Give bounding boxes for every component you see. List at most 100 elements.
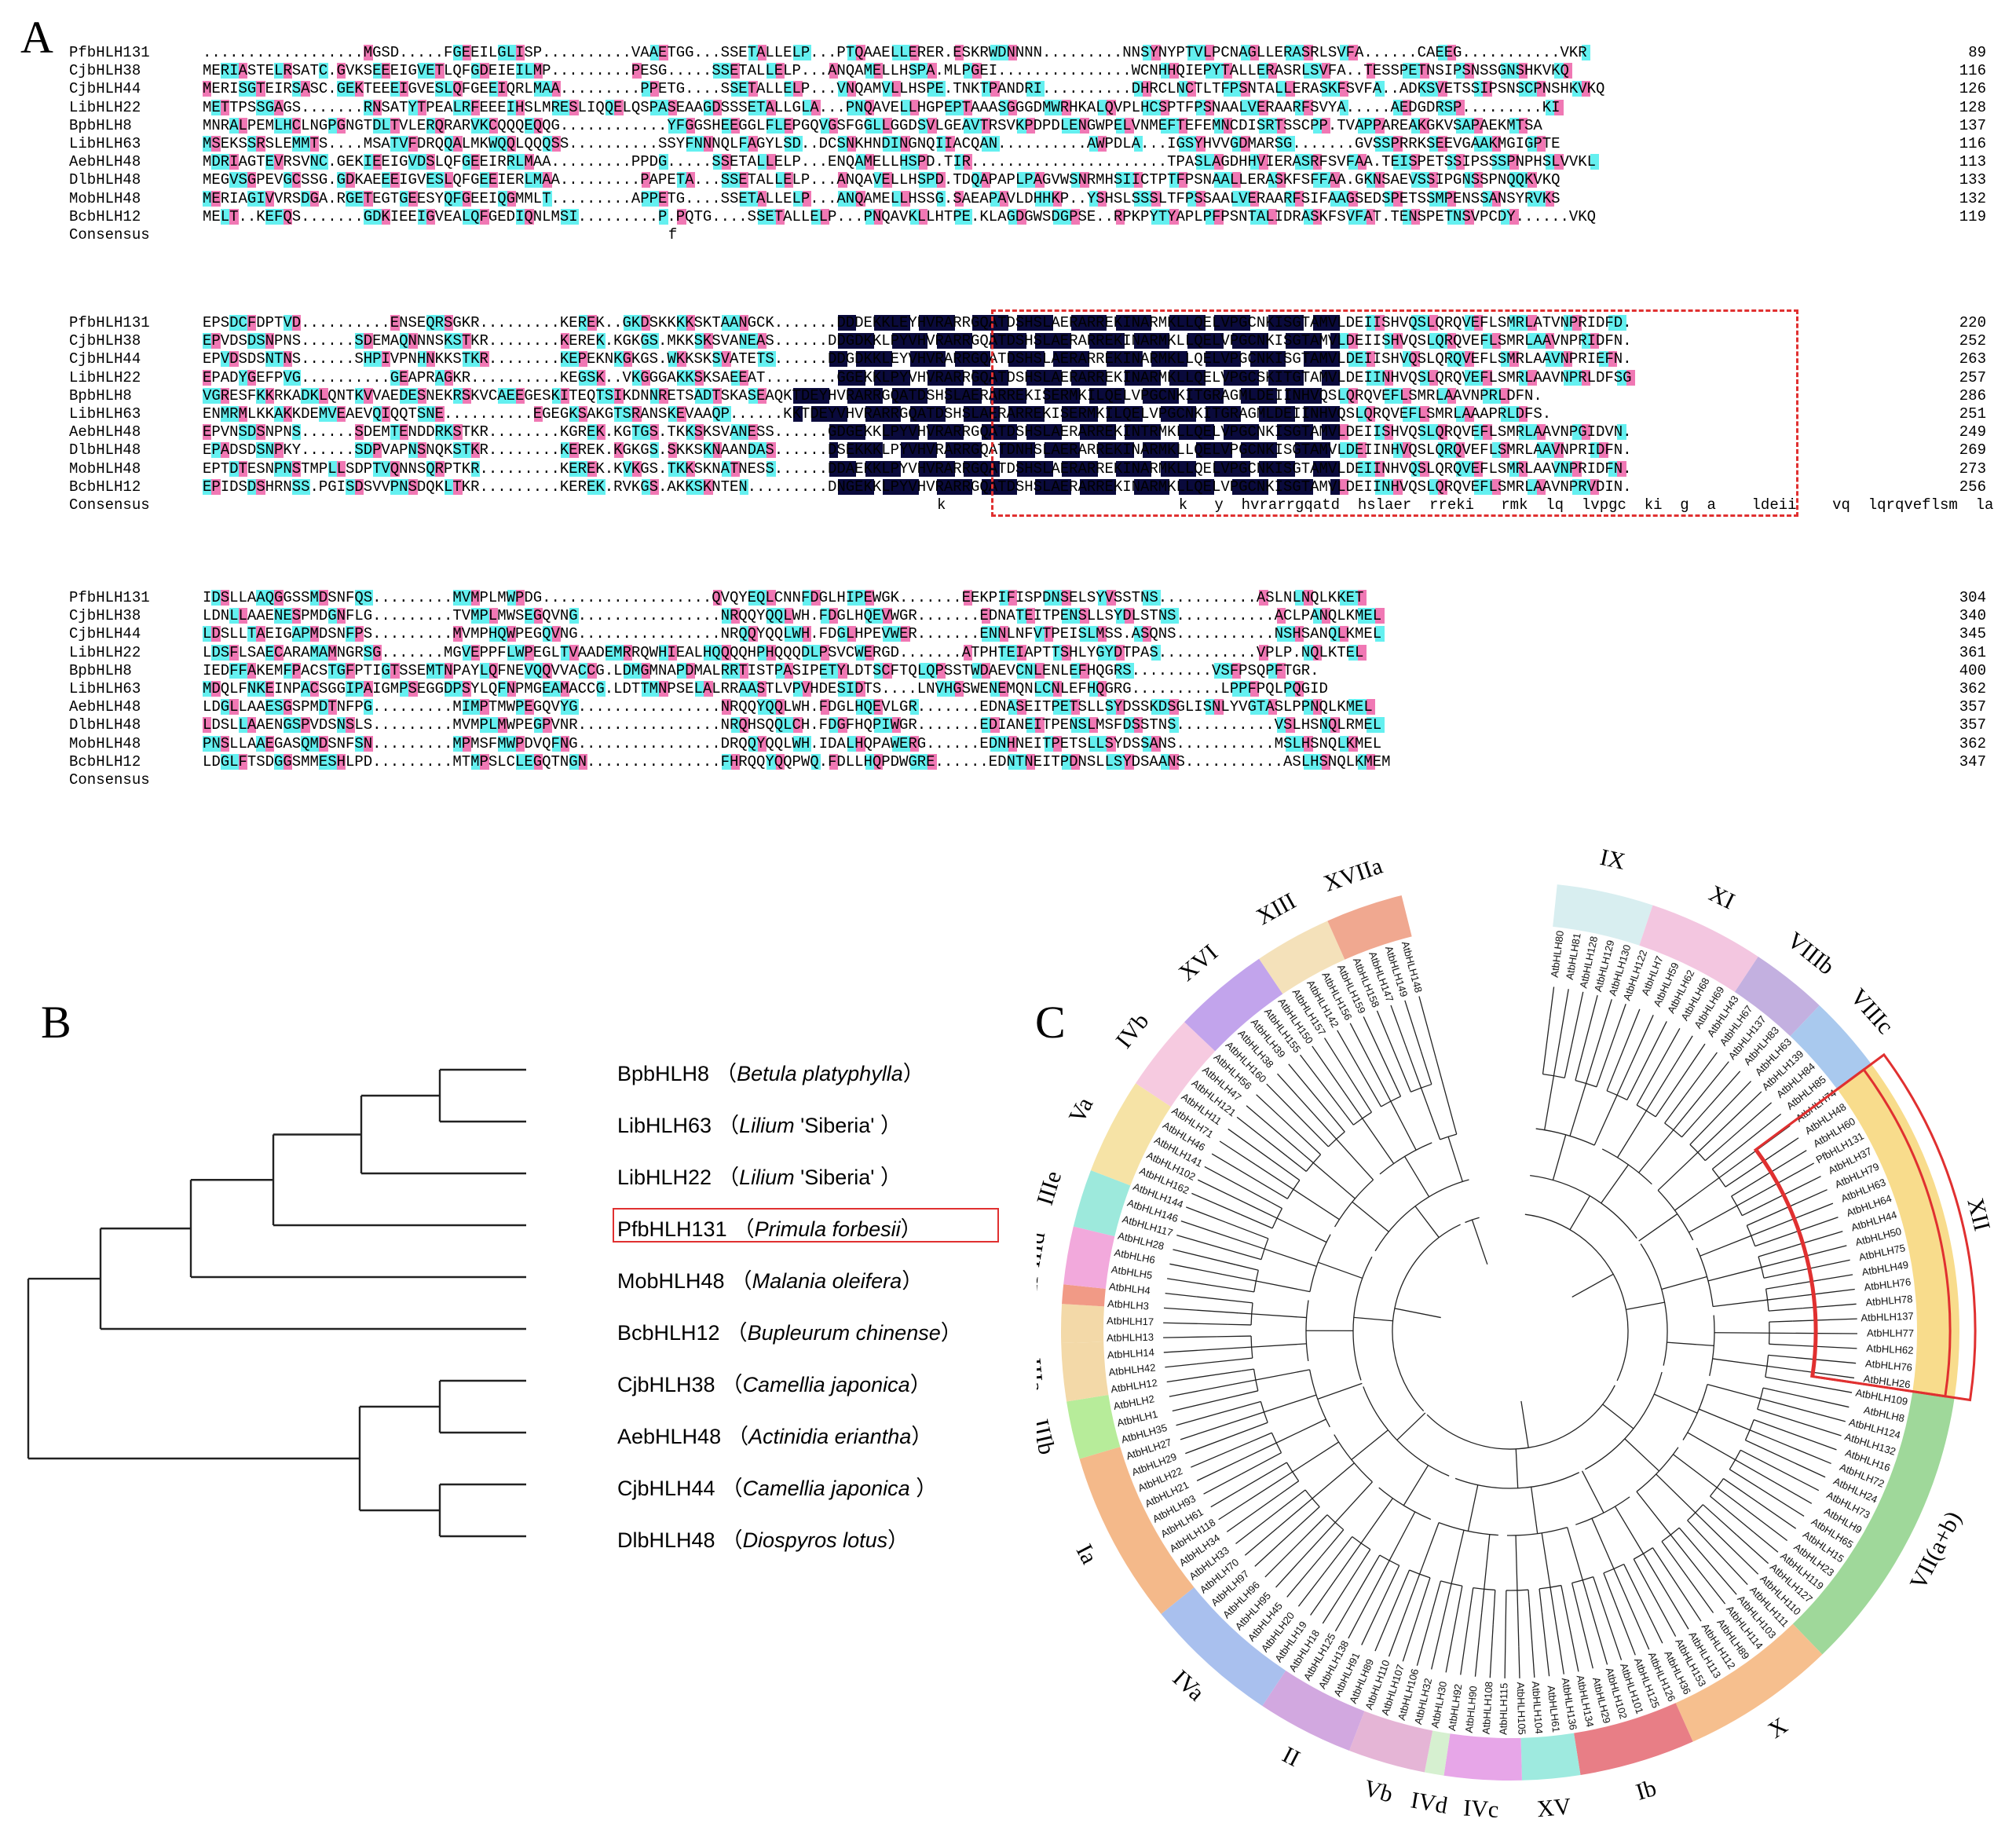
residue-highlight xyxy=(1509,154,1519,170)
residue-highlight xyxy=(1088,136,1098,152)
tree-c-internal-branch xyxy=(1251,1343,1307,1348)
residue-highlight xyxy=(444,136,454,152)
residue-highlight xyxy=(919,753,928,770)
residue-highlight xyxy=(1312,172,1322,188)
residue-highlight xyxy=(1509,351,1519,368)
residue-highlight xyxy=(435,424,445,441)
residue-highlight xyxy=(1232,369,1242,386)
residue-highlight xyxy=(1160,406,1170,422)
residue-highlight xyxy=(820,699,829,716)
residue-highlight xyxy=(686,424,695,441)
residue-highlight xyxy=(1438,442,1447,459)
residue-highlight xyxy=(668,406,678,422)
residue-highlight xyxy=(1367,351,1376,368)
residue-highlight xyxy=(462,351,471,368)
residue-highlight xyxy=(1304,644,1313,661)
residue-highlight xyxy=(372,351,382,368)
residue-highlight xyxy=(650,424,660,441)
residue-highlight xyxy=(1402,63,1411,79)
residue-highlight xyxy=(838,81,847,97)
residue-highlight xyxy=(569,460,579,477)
residue-highlight xyxy=(981,608,991,624)
residue-highlight xyxy=(1312,753,1322,770)
residue-highlight xyxy=(919,387,928,404)
residue-highlight xyxy=(954,681,964,697)
residue-highlight xyxy=(874,117,884,134)
residue-highlight xyxy=(203,478,212,495)
residue-highlight xyxy=(748,387,758,404)
residue-highlight xyxy=(1062,442,1071,459)
residue-highlight xyxy=(1259,644,1268,661)
residue-highlight xyxy=(981,369,991,386)
residue-highlight xyxy=(793,387,803,404)
residue-highlight xyxy=(883,369,892,386)
residue-highlight xyxy=(964,460,973,477)
tree-c-terminal-branch xyxy=(1277,1506,1320,1546)
residue-highlight xyxy=(1268,460,1277,477)
residue-highlight xyxy=(462,644,471,661)
residue-highlight xyxy=(722,351,731,368)
residue-highlight xyxy=(1125,460,1134,477)
tree-c-terminal-branch xyxy=(1702,1504,1737,1535)
clade-band xyxy=(1520,1733,1581,1781)
clade-label: IIIc xyxy=(1037,1305,1041,1340)
residue-highlight xyxy=(1465,369,1474,386)
residue-highlight xyxy=(444,662,454,679)
residue-highlight xyxy=(767,608,776,624)
clade-label: XV xyxy=(1536,1793,1573,1822)
residue-highlight xyxy=(399,681,409,697)
residue-highlight xyxy=(1518,315,1528,331)
clade-label: IVc xyxy=(1462,1795,1499,1823)
residue-highlight xyxy=(1286,333,1295,350)
residue-highlight xyxy=(767,63,776,79)
residue-highlight xyxy=(1438,81,1447,97)
residue-highlight xyxy=(856,699,865,716)
residue-highlight xyxy=(1196,424,1206,441)
clade-label: XVIIa xyxy=(1320,853,1385,897)
tree-c-branch xyxy=(1642,1027,1681,1095)
residue-highlight xyxy=(1330,190,1340,207)
residue-highlight xyxy=(229,117,239,134)
residue-highlight xyxy=(1286,369,1295,386)
residue-highlight xyxy=(1348,387,1358,404)
residue-highlight xyxy=(1268,662,1277,679)
residue-highlight xyxy=(748,735,758,752)
residue-highlight xyxy=(283,717,292,734)
residue-highlight xyxy=(516,45,525,60)
residue-highlight xyxy=(1312,208,1322,225)
residue-highlight xyxy=(1581,424,1590,441)
residue-highlight xyxy=(1232,681,1242,697)
residue-highlight xyxy=(1420,117,1429,134)
residue-highlight xyxy=(1178,136,1187,152)
sequence-name: BpbHLH8 xyxy=(69,661,132,679)
residue-highlight xyxy=(847,387,857,404)
residue-highlight xyxy=(730,662,740,679)
residue-highlight xyxy=(1062,99,1071,115)
tree-c-terminal-branch xyxy=(1633,1558,1641,1571)
residue-highlight xyxy=(990,406,1000,422)
residue-highlight xyxy=(462,45,471,60)
residue-highlight xyxy=(220,753,230,770)
residue-highlight xyxy=(1187,136,1197,152)
residue-highlight xyxy=(641,681,650,697)
residue-highlight xyxy=(946,424,955,441)
residue-highlight xyxy=(247,369,257,386)
residue-highlight xyxy=(1277,369,1286,386)
residue-highlight xyxy=(1259,406,1268,422)
paren-close: ） xyxy=(911,1425,933,1448)
sequence-position: 132 xyxy=(1959,189,1986,207)
residue-highlight xyxy=(1070,117,1081,134)
residue-highlight xyxy=(1393,442,1403,459)
tree-c-terminal-branch xyxy=(1673,1111,1689,1131)
tree-c-branch xyxy=(1418,996,1437,1059)
residue-highlight xyxy=(292,369,302,386)
residue-highlight xyxy=(793,717,803,734)
residue-highlight xyxy=(1080,315,1089,331)
residue-highlight xyxy=(578,351,588,368)
residue-highlight xyxy=(203,735,212,752)
residue-highlight xyxy=(1232,315,1242,331)
residue-highlight xyxy=(1626,369,1635,386)
